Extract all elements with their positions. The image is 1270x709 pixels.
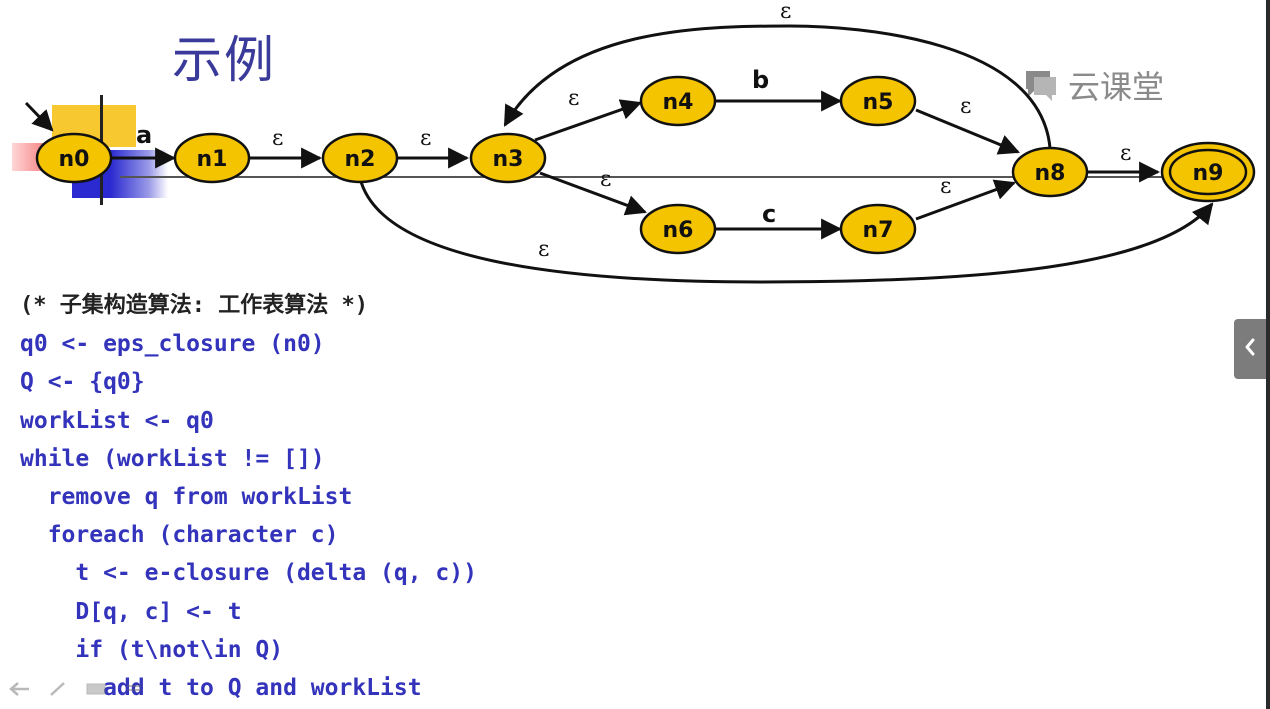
chevron-left-icon [1243,337,1257,362]
code-line: workList <- q0 [20,407,214,434]
svg-text:n3: n3 [493,147,524,172]
decor-horizontal-line [120,176,1210,178]
code-line: foreach (character c) [20,522,339,549]
edge-label-n3-n4: ε [568,86,579,111]
node-n4: n4 [639,75,717,127]
node-n6: n6 [639,203,717,255]
edge-n8-n3 [503,24,1052,149]
svg-text:n9: n9 [1193,161,1224,186]
svg-text:n4: n4 [663,90,694,115]
nfa-diagram: a ε ε ε b ε ε c ε ε ε ε n0 n1 n2 n3 n4 [24,0,1256,284]
slide-title: 示例 [172,31,276,89]
svg-text:n8: n8 [1035,161,1066,186]
pen-icon[interactable] [46,680,70,698]
edge-label-n5-n8: ε [960,94,971,119]
code-line: add t to Q and workList [20,675,422,702]
algorithm-code-block: (* 子集构造算法: 工作表算法 *) q0 <- eps_closure (n0… [20,287,477,707]
edge-n7-n8 [915,179,1016,221]
edge-label-n4-n5: b [752,66,769,94]
side-panel-toggle-button[interactable] [1234,319,1266,379]
code-line: D[q, c] <- t [20,598,242,625]
arrow-back-icon[interactable] [8,680,32,698]
watermark-text: 云课堂 [1068,68,1165,106]
edge-label-n2-n9: ε [538,237,549,262]
code-line: while (workList != []) [20,445,325,472]
node-n3: n3 [469,132,547,184]
screen-icon[interactable] [84,680,108,698]
svg-text:n0: n0 [59,147,90,172]
node-n0: n0 [35,132,113,184]
svg-text:n6: n6 [663,218,694,243]
edge-n5-n8 [915,108,1020,155]
edge-label-n0-n1: a [136,121,152,149]
svg-text:n5: n5 [863,90,894,115]
node-n7: n7 [839,203,917,255]
cloud-classroom-logo-icon [1022,67,1058,103]
edge-n3-n4 [534,99,642,142]
edge-n2-n9 [358,177,1214,284]
code-comment: (* 子集构造算法: 工作表算法 *) [20,293,368,318]
svg-text:n2: n2 [345,147,376,172]
slide-toolbar [8,680,146,698]
watermark: 云课堂 [1022,62,1164,108]
node-n8: n8 [1011,146,1089,198]
edge-label-n6-n7: c [762,200,776,228]
svg-text:n7: n7 [863,218,894,243]
code-line: t <- e-closure (delta (q, c)) [20,560,477,587]
edge-n3-n6 [539,171,647,216]
edge-label-n7-n8: ε [940,174,951,199]
svg-text:n1: n1 [197,147,228,172]
code-line: remove q from workList [20,484,353,511]
code-line: q0 <- eps_closure (n0) [20,331,325,358]
start-arrow [24,101,54,132]
menu-icon[interactable] [122,680,146,698]
code-line: if (t\not\in Q) [20,636,284,663]
node-n2: n2 [321,132,399,184]
edge-label-n2-n3: ε [420,126,431,151]
node-n5: n5 [839,75,917,127]
window-right-border [1266,0,1270,709]
edge-label-n3-n6: ε [600,167,611,192]
edge-label-n8-n9: ε [1120,141,1131,166]
node-n1: n1 [173,132,251,184]
edge-label-n1-n2: ε [272,126,283,151]
edge-label-n8-n3: ε [780,0,791,24]
node-n9-final: n9 [1160,141,1256,203]
code-line: Q <- {q0} [20,369,145,396]
